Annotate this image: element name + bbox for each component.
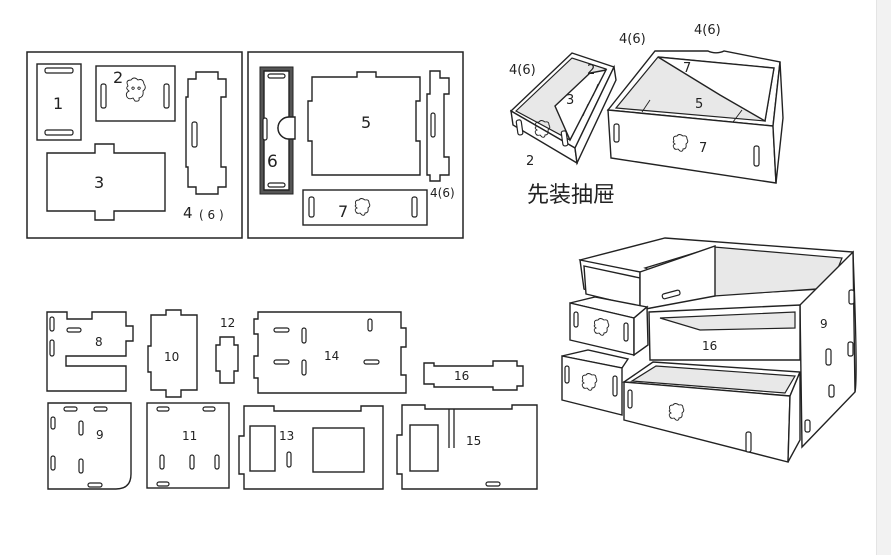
- piece-2: 2: [95, 65, 176, 122]
- piece-4-label: 4: [183, 204, 193, 222]
- piece-13: 13: [238, 405, 384, 490]
- piece-13-label: 13: [279, 429, 294, 443]
- piece-1-label: 1: [53, 94, 63, 113]
- piece-11: 11: [146, 402, 230, 489]
- piece-8-label: 8: [95, 335, 103, 349]
- drawer-label-4-6-b: 4(6): [619, 32, 646, 47]
- piece-12: 12: [215, 316, 239, 384]
- drawer-parts-box-left: 1 2 3 4 ( 6 ): [26, 51, 243, 239]
- piece-7: 7: [302, 189, 428, 226]
- piece-16: 16: [423, 360, 524, 391]
- piece-8: 8: [46, 311, 134, 392]
- piece-9: 9: [47, 402, 132, 490]
- bear-icon: [354, 198, 371, 216]
- piece-15: 15: [396, 404, 538, 490]
- cabinet-parts: 8 10 12 14 16: [46, 309, 538, 490]
- bear-icon: [125, 77, 146, 102]
- cabinet-shelf-label-16: 16: [702, 339, 717, 353]
- piece-10: 10: [147, 309, 198, 398]
- piece-12-label: 12: [220, 316, 235, 330]
- drawer-label-3: 3: [566, 93, 574, 108]
- piece-14-label: 14: [324, 349, 339, 363]
- drawer-first-caption: 先装抽屉: [527, 183, 615, 208]
- bear-icon: [581, 373, 598, 391]
- bear-icon: [672, 134, 689, 152]
- bear-icon: [668, 403, 685, 421]
- piece-3-label: 3: [94, 173, 104, 192]
- piece-9-label: 9: [96, 428, 104, 442]
- assembled-cabinet: 9 16: [561, 237, 857, 463]
- drawer-label-2a: 2: [587, 63, 595, 78]
- drawer-label-2b: 2: [526, 154, 534, 169]
- drawer-parts-box-right: 6 5 4(6) 7: [247, 51, 464, 239]
- piece-7-label: 7: [338, 202, 348, 221]
- piece-14: 14: [253, 311, 407, 394]
- piece-16-label: 16: [454, 369, 469, 383]
- piece-1: 1: [36, 63, 82, 141]
- piece-15-label: 15: [466, 434, 481, 448]
- drawer-label-7a: 7: [683, 61, 691, 76]
- piece-10-label: 10: [164, 350, 179, 364]
- cabinet-side-label-9: 9: [820, 317, 828, 331]
- drawer-label-4-6-a: 4(6): [509, 63, 536, 78]
- drawer-label-7b: 7: [699, 141, 707, 156]
- piece-4-6-label: 4(6): [430, 186, 455, 200]
- scrollbar-track[interactable]: [876, 0, 891, 555]
- piece-2-label: 2: [113, 68, 123, 87]
- bear-icon: [593, 318, 610, 336]
- piece-4: 4 ( 6 ): [183, 71, 227, 222]
- piece-5: 5: [307, 71, 421, 176]
- piece-6-label: 6: [267, 152, 278, 172]
- piece-11-label: 11: [182, 429, 197, 443]
- piece-3: 3: [46, 143, 166, 221]
- large-drawer: 7 5 7: [606, 50, 784, 184]
- small-drawer: 2 3 2: [509, 52, 617, 169]
- drawer-label-4-6-c: 4(6): [694, 23, 721, 38]
- bear-icon: [534, 120, 551, 138]
- piece-4-sub-label: ( 6 ): [199, 208, 224, 222]
- piece-6: 6: [259, 66, 296, 195]
- piece-4-6: 4(6): [426, 70, 455, 200]
- assembled-drawers: 2 3 2 4(6) 4(6) 4(6) 7 5 7 先装抽屉: [509, 23, 784, 208]
- piece-5-label: 5: [361, 113, 371, 132]
- drawer-label-5: 5: [695, 97, 703, 112]
